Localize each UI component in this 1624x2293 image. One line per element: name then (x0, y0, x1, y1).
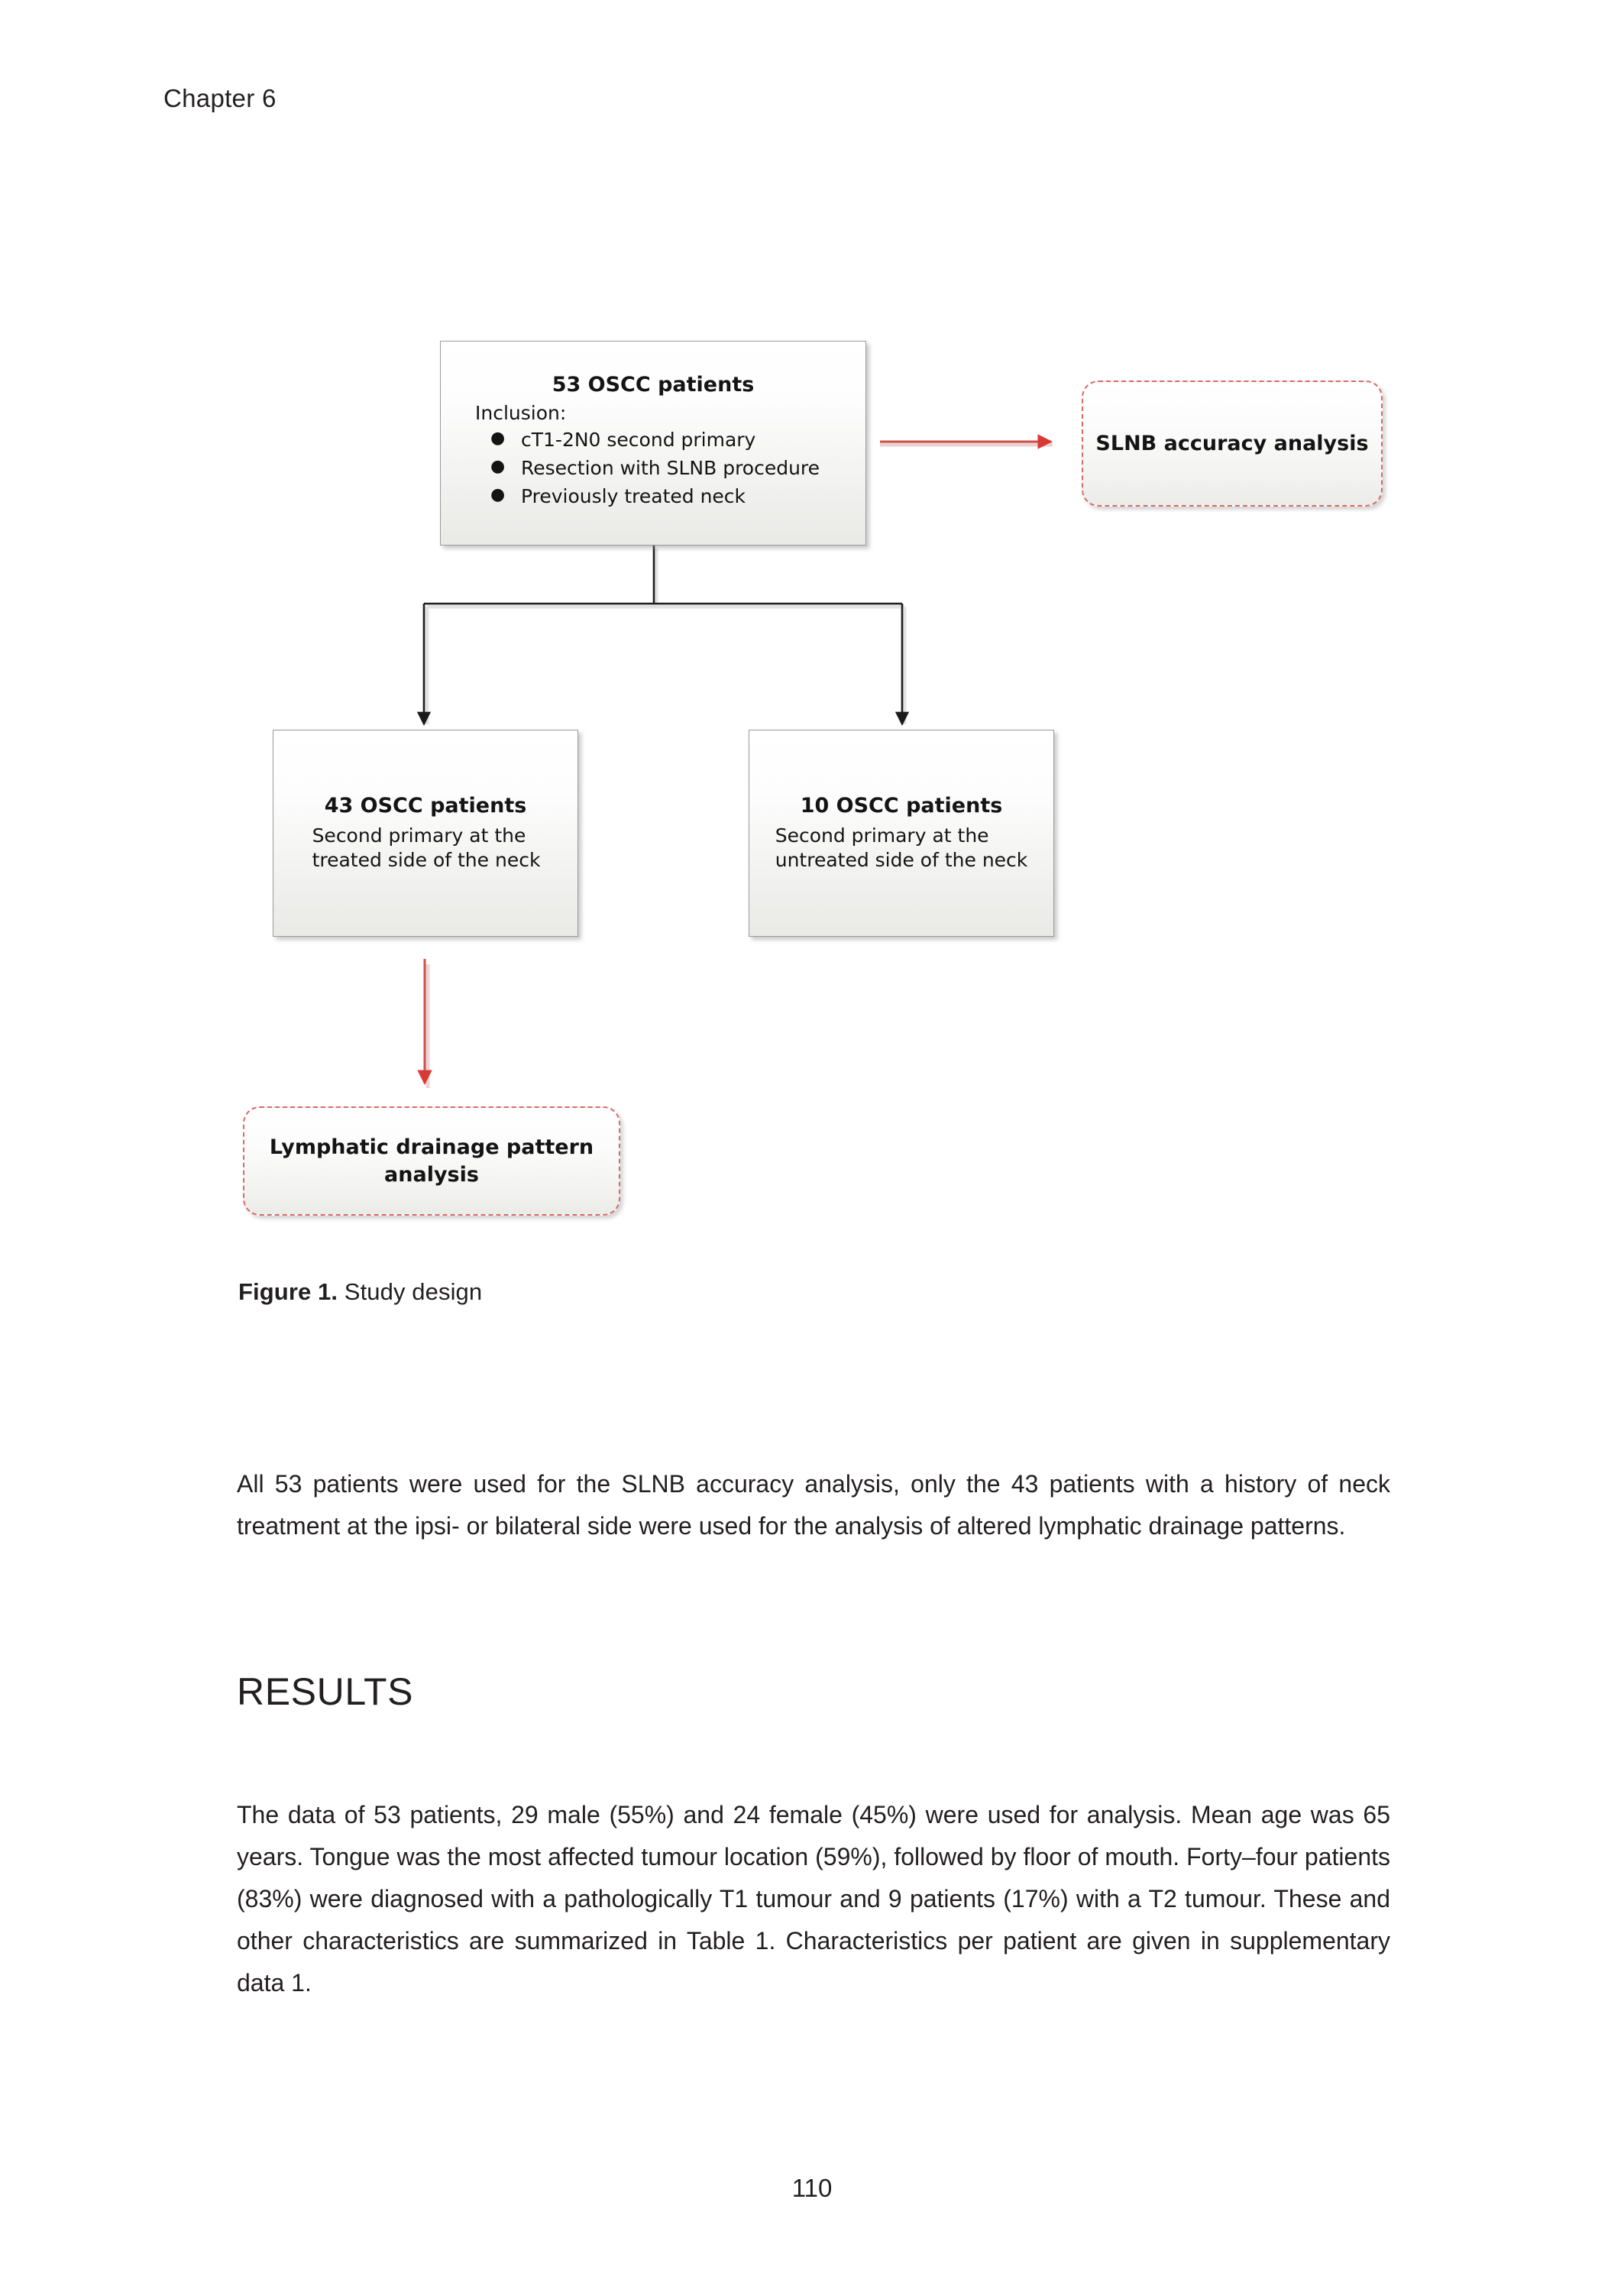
bullet-icon: ● (490, 457, 506, 477)
list-item: ● cT1-2N0 second primary (490, 426, 865, 454)
arrow-to-lymphatic-analysis (417, 959, 432, 1088)
section-heading-results: RESULTS (237, 1670, 414, 1713)
flow-node-lymphatic-drainage-analysis: Lymphatic drainage pattern analysis (243, 1106, 620, 1216)
bullet-icon: ● (490, 429, 506, 449)
flow-node-subtitle-line: treated side of the neck (312, 848, 541, 871)
list-item-label: Resection with SLNB procedure (521, 457, 820, 480)
flow-node-title: Lymphatic drainage pattern analysis (270, 1134, 594, 1187)
flow-node-title: 10 OSCC patients (800, 794, 1003, 818)
list-item-label: Previously treated neck (521, 485, 746, 508)
flow-node-43-patients: 43 OSCC patients Second primary at the t… (273, 730, 578, 937)
chapter-running-head: Chapter 6 (163, 84, 277, 112)
study-design-figure: 53 OSCC patients Inclusion: ● cT1-2N0 se… (243, 341, 1383, 1216)
figure-caption-label: Figure 1. (238, 1278, 338, 1305)
flow-node-subtitle-line: Second primary at the (775, 824, 989, 847)
flow-node-subtitle: Second primary at the untreated side of … (775, 824, 1028, 873)
flow-node-slnb-accuracy-analysis: SLNB accuracy analysis (1082, 381, 1383, 507)
list-item-label: cT1-2N0 second primary (521, 429, 756, 452)
bullet-icon: ● (490, 485, 506, 505)
page-number: 110 (791, 2174, 833, 2202)
inclusion-label: Inclusion: (475, 401, 567, 424)
flow-node-53-patients: 53 OSCC patients Inclusion: ● cT1-2N0 se… (440, 341, 866, 546)
flow-node-subtitle-line: untreated side of the neck (775, 848, 1028, 871)
list-item: ● Previously treated neck (490, 482, 865, 510)
paragraph-study-population: All 53 patients were used for the SLNB a… (237, 1470, 1390, 1540)
flow-node-subtitle: Second primary at the treated side of th… (311, 824, 541, 873)
flow-node-title-line: Lymphatic drainage pattern (269, 1135, 594, 1160)
paragraph-results: The data of 53 patients, 29 male (55%) a… (237, 1801, 1390, 1997)
flow-node-title: SLNB accuracy analysis (1095, 431, 1369, 455)
figure-caption-text: Study design (338, 1278, 483, 1305)
flow-node-title: 53 OSCC patients (552, 372, 755, 397)
flowchart-connectors (416, 434, 1053, 1088)
flow-node-subtitle-line: Second primary at the (312, 824, 526, 847)
branch-connector (416, 546, 910, 726)
inclusion-criteria-list: ● cT1-2N0 second primary ● Resection wit… (441, 426, 865, 510)
flow-node-title-line: analysis (384, 1162, 479, 1187)
arrow-to-slnb-analysis (880, 434, 1053, 449)
flow-node-10-patients: 10 OSCC patients Second primary at the u… (749, 730, 1054, 937)
flow-node-title: 43 OSCC patients (324, 794, 527, 818)
list-item: ● Resection with SLNB procedure (490, 454, 865, 482)
figure-caption: Figure 1. Study design (238, 1278, 482, 1306)
